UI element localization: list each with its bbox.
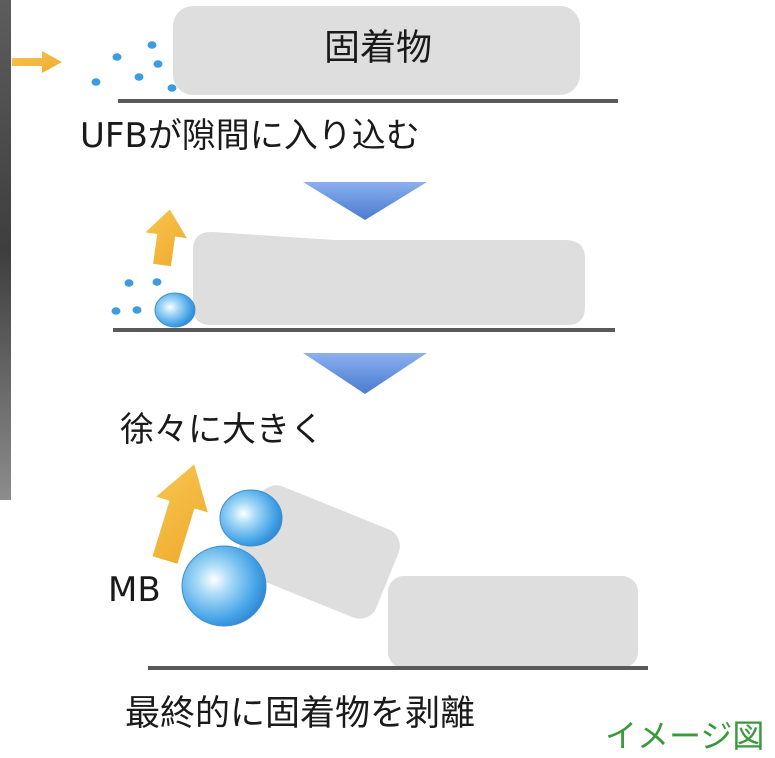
step-down-triangle-icon-1 xyxy=(303,182,427,220)
ufb-dot xyxy=(167,84,177,92)
ufb-dot xyxy=(132,306,142,314)
ufb-dot xyxy=(152,278,162,286)
ufb-dots-group-2 xyxy=(111,278,162,315)
step1-caption: UFBが隙間に入り込む xyxy=(80,116,420,156)
flow-arrow-right-icon xyxy=(12,51,62,73)
medium-bubble xyxy=(219,489,283,547)
step2-caption: 徐々に大きく xyxy=(120,410,324,450)
ufb-dot xyxy=(112,53,122,61)
ufb-dot xyxy=(134,73,144,81)
background-photo-strip xyxy=(0,0,11,500)
large-bubble-mb xyxy=(181,545,267,627)
step3-caption: 最終的に固着物を剥離 xyxy=(125,694,475,734)
ufb-dot xyxy=(147,41,157,49)
rising-arrow-up-icon-2 xyxy=(152,464,208,564)
ufb-dots-group-1 xyxy=(91,41,177,92)
ufb-dot xyxy=(91,78,101,86)
image-figure-caption: イメージ図 xyxy=(605,717,764,755)
mb-label: MB xyxy=(108,570,161,610)
ufb-dot xyxy=(124,279,134,287)
deposit-block-top xyxy=(173,6,580,95)
deposit-block-bottom xyxy=(388,576,638,668)
deposit-label: 固着物 xyxy=(324,28,432,69)
step-down-triangle-icon-2 xyxy=(303,353,427,394)
ufb-dot xyxy=(111,307,121,315)
small-bubble xyxy=(154,292,196,328)
deposit-block-lifting xyxy=(193,231,585,325)
rising-arrow-up-icon-1 xyxy=(145,209,187,267)
ufb-dot xyxy=(153,60,163,68)
